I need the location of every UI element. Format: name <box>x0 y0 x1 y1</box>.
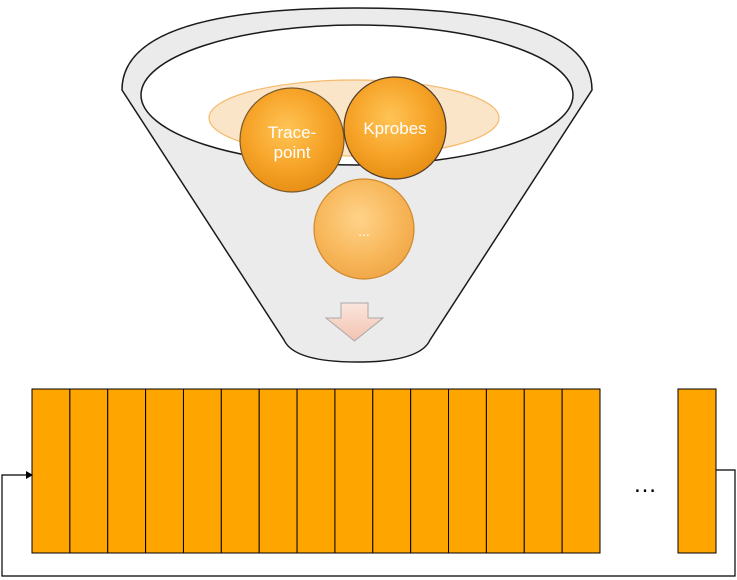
buffer-slot <box>561 388 601 554</box>
ball-label-tracepoint-line2: point <box>274 143 311 162</box>
buffer-slot <box>258 388 298 554</box>
ball-kprobes: Kprobes <box>343 76 447 180</box>
ring-buffer-slots <box>31 388 601 554</box>
buffer-slot <box>31 388 71 554</box>
ring-buffer-tail-slots <box>677 388 717 554</box>
ball-label-more: ... <box>358 223 370 239</box>
ball-tracepoint: Trace- point <box>239 87 345 193</box>
buffer-slot <box>523 388 563 554</box>
wrap-around-loop <box>1 469 736 577</box>
ball-label-tracepoint-line1: Trace- <box>268 123 317 142</box>
ball-label-kprobes: Kprobes <box>363 119 426 138</box>
buffer-slot <box>485 388 525 554</box>
wrap-around-line <box>1 469 736 577</box>
buffer-slot <box>220 388 260 554</box>
buffer-slot <box>107 388 147 554</box>
ball-more: ... <box>313 178 415 280</box>
buffer-slot <box>69 388 109 554</box>
buffer-slot <box>372 388 412 554</box>
wrap-around-arrowhead-icon <box>26 471 33 479</box>
buffer-slot <box>296 388 336 554</box>
buffer-slot <box>182 388 222 554</box>
buffer-slot <box>410 388 450 554</box>
buffer-slot <box>145 388 184 554</box>
down-arrow-icon <box>324 302 385 342</box>
buffer-slot <box>334 388 374 554</box>
buffer-slot <box>448 388 487 554</box>
buffer-gap-ellipsis: … <box>633 471 657 498</box>
buffer-slot-last <box>677 388 717 554</box>
event-source-balls: ... Trace- point Kprobes <box>239 76 447 280</box>
